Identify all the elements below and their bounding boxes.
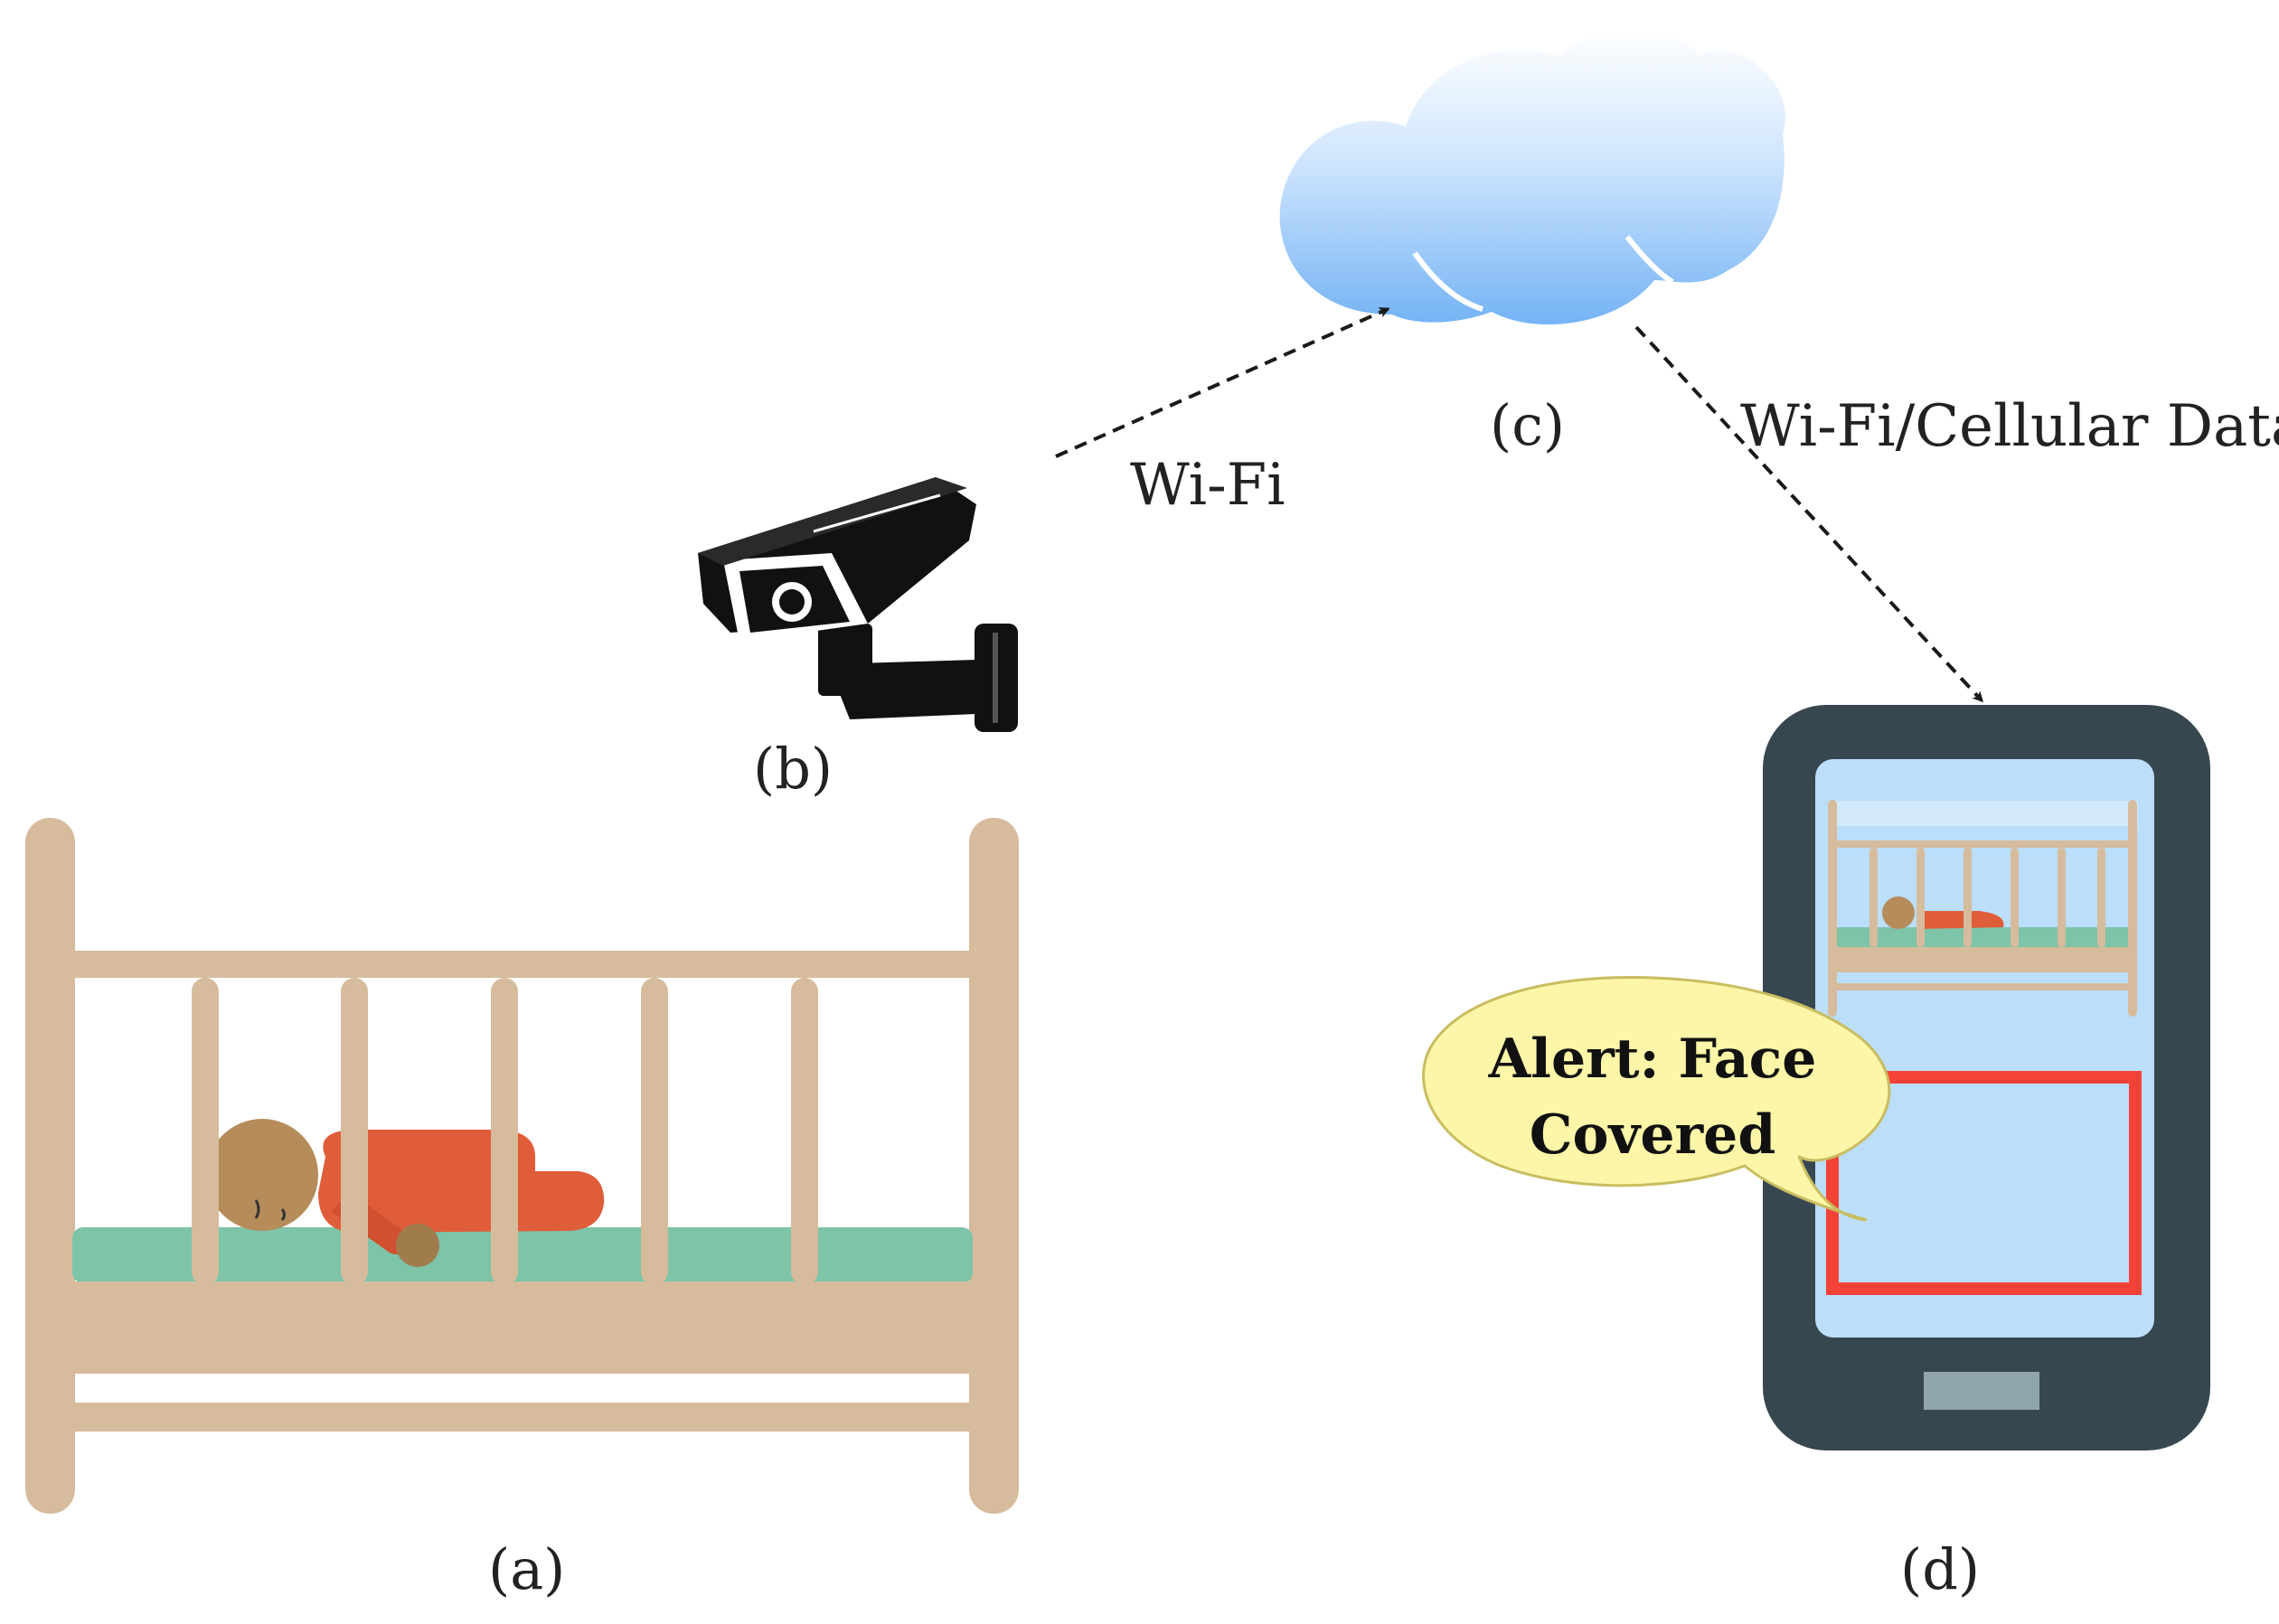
screen-crib-thumbnail — [1828, 800, 2138, 1017]
alert-message: Alert: Face Covered — [1417, 1021, 1888, 1173]
crib-mattress — [72, 1227, 973, 1283]
cloud-icon — [1279, 30, 1785, 325]
wifi-link-label: Wi-Fi — [1130, 452, 1285, 519]
speech-bubble-icon — [1422, 976, 1891, 1222]
camera-caption: (b) — [753, 736, 833, 802]
alert-line-1: Alert: Face — [1488, 1028, 1817, 1091]
crib-slats — [192, 978, 818, 1285]
cloud-caption: (c) — [1490, 392, 1566, 458]
smartphone-icon — [1763, 705, 2210, 1450]
phone-caption: (d) — [1900, 1536, 1981, 1602]
crib-caption: (a) — [488, 1536, 566, 1602]
alert-line-2: Covered — [1529, 1103, 1776, 1167]
alert-frame — [1826, 1071, 2142, 1295]
cellular-link-label: Wi-Fi/Cellular Data — [1740, 393, 2279, 460]
wifi-link-arrow — [1055, 307, 1390, 458]
security-camera-icon — [698, 477, 1018, 732]
crib-bottom-rail — [45, 1403, 994, 1432]
crib-base — [45, 1281, 994, 1374]
cellular-link-arrow — [1634, 325, 1984, 703]
